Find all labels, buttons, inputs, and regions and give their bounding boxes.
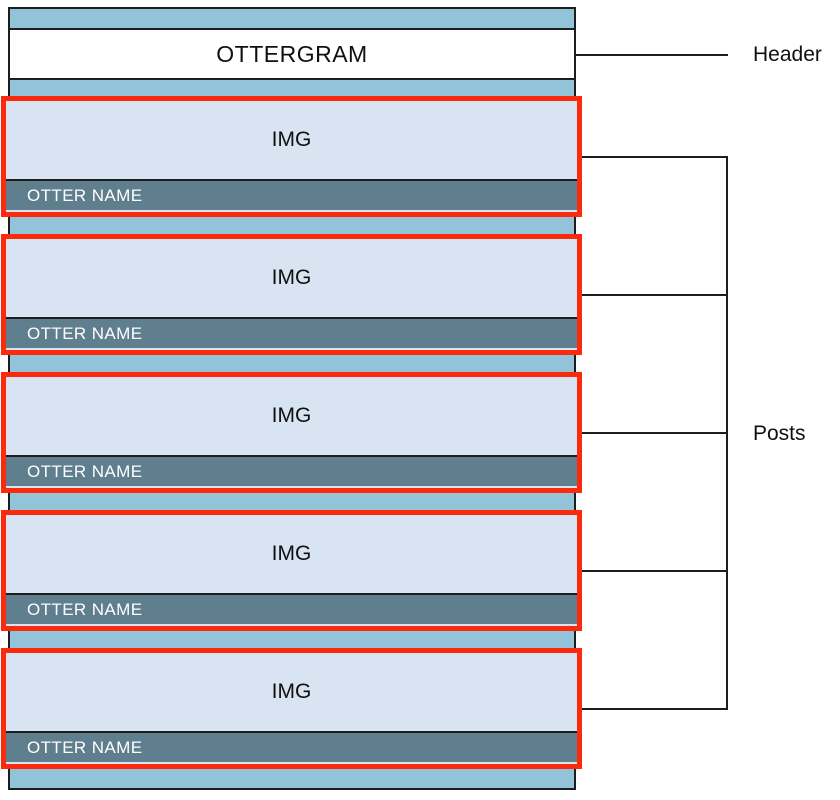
posts-bracket-line [726, 156, 728, 710]
otter-name-label: OTTER NAME [27, 323, 143, 343]
img-label: IMG [271, 542, 312, 565]
post-connector-line-2 [582, 294, 728, 296]
img-label: IMG [271, 266, 312, 289]
post-name-bar: OTTER NAME [6, 595, 577, 624]
post-card-2: IMG OTTER NAME [1, 234, 582, 355]
img-label: IMG [271, 128, 312, 151]
post-connector-line-3 [582, 432, 728, 434]
post-image-placeholder: IMG [6, 239, 577, 319]
img-label: IMG [271, 404, 312, 427]
post-image-placeholder: IMG [6, 653, 577, 733]
otter-name-label: OTTER NAME [27, 185, 143, 205]
app-title: OTTERGRAM [216, 40, 368, 67]
post-image-placeholder: IMG [6, 515, 577, 595]
post-image-placeholder: IMG [6, 101, 577, 181]
post-connector-line-1 [582, 156, 728, 158]
img-label: IMG [271, 680, 312, 703]
header-annotation-label: Header [753, 43, 822, 66]
post-name-bar: OTTER NAME [6, 181, 577, 210]
otter-name-label: OTTER NAME [27, 599, 143, 619]
post-connector-line-4 [582, 570, 728, 572]
post-card-3: IMG OTTER NAME [1, 372, 582, 493]
otter-name-label: OTTER NAME [27, 461, 143, 481]
post-name-bar: OTTER NAME [6, 319, 577, 348]
otter-name-label: OTTER NAME [27, 737, 143, 757]
header-connector-line [576, 54, 728, 56]
post-connector-line-5 [582, 708, 728, 710]
post-image-placeholder: IMG [6, 377, 577, 457]
post-name-bar: OTTER NAME [6, 733, 577, 762]
post-card-4: IMG OTTER NAME [1, 510, 582, 631]
app-header: OTTERGRAM [8, 28, 576, 80]
post-name-bar: OTTER NAME [6, 457, 577, 486]
posts-annotation-label: Posts [753, 422, 806, 445]
post-card-5: IMG OTTER NAME [1, 648, 582, 769]
post-card-1: IMG OTTER NAME [1, 96, 582, 217]
